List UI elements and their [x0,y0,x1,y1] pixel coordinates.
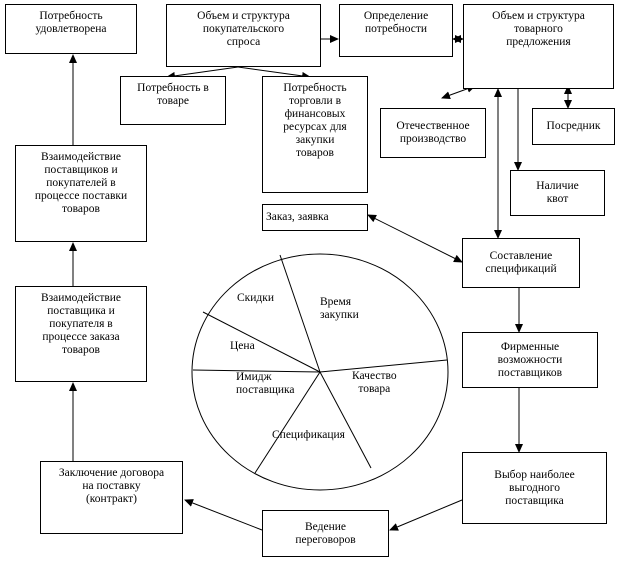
pie-label-goods-quality: Качество товара [352,370,397,395]
pie-label-specification: Спецификация [272,429,345,441]
box-need-definition: Определение потребности [339,4,453,57]
arrow-to-negotiations [389,499,463,531]
box-quotas: Наличие квот [510,170,605,216]
pie-label-supplier-image: Имидж поставщика [236,371,295,396]
box-need-in-goods: Потребность в товаре [120,76,226,125]
box-order-request: Заказ, заявка [262,204,368,231]
pie-label-discounts: Скидки [237,292,275,304]
box-need-satisfied: Потребность удовлетворена [5,4,137,54]
box-interaction-delivery: Взаимодействие поставщиков и покупателей… [15,145,147,242]
pie-label-purchase-time: Время закупки [320,296,359,321]
pie-circle [191,253,449,491]
pie-divider-discounts-price [202,311,321,373]
arrow-to-need-in-goods [166,66,239,80]
box-supplier-capabilities: Фирменные возможности поставщиков [462,332,598,388]
pie-divider-quality-spec [319,371,372,469]
box-specification: Составление спецификаций [462,238,580,288]
pie-label-price: Цена [230,340,255,352]
box-choose-supplier: Выбор наиболее выгодного поставщика [462,452,607,524]
pie-divider-time-quality [319,359,448,373]
arrow-spec-order [367,214,463,263]
box-negotiations: Ведение переговоров [262,510,389,557]
box-demand-structure: Объем и структура покупательского спроса [166,4,321,67]
box-supply-structure: Объем и структура товарного предложения [463,4,614,89]
box-interaction-order: Взаимодействие поставщика и покупателя в… [15,286,147,382]
pie-divider-image-spec [254,371,321,474]
box-domestic-production: Отечественное производство [380,108,486,158]
box-intermediary: Посредник [532,108,615,145]
box-trade-finance-need: Потребность торговли в финансовых ресурс… [262,76,368,193]
pie-divider-price-image [192,369,321,373]
arrow-to-contract [184,499,263,531]
arrow-to-trade-finance [237,66,311,80]
box-contract: Заключение договора на поставку (контрак… [40,461,183,534]
pie-divider-discounts-time [279,254,321,373]
